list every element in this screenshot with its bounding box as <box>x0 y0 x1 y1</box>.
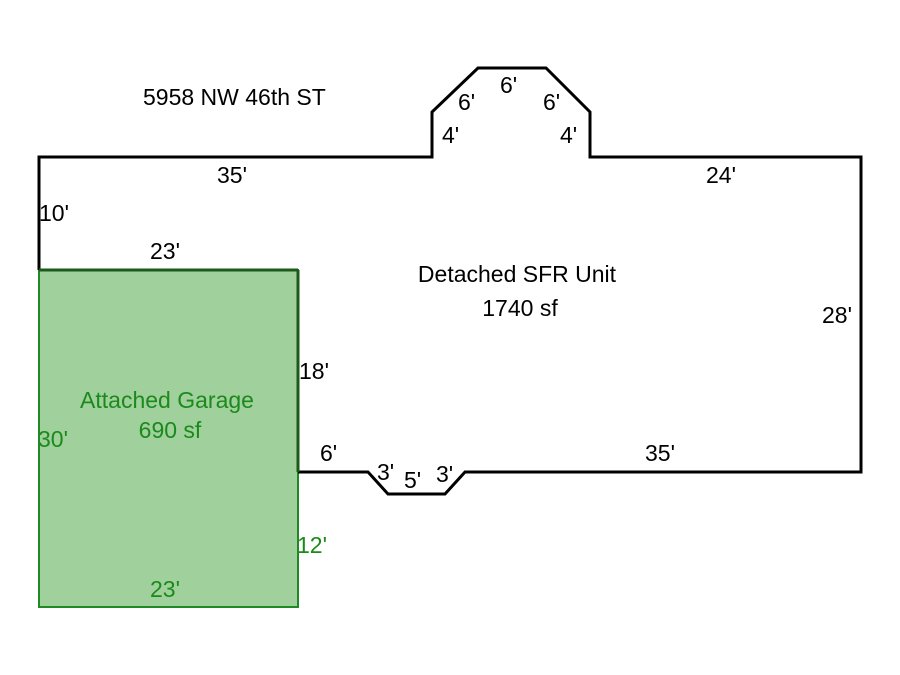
house-area: 1740 sf <box>482 295 558 321</box>
house-outline <box>37 66 863 496</box>
dim-bottom-right: 35' <box>645 440 675 466</box>
dim-garage-left: 30' <box>38 426 68 452</box>
dim-top-right: 24' <box>706 162 736 188</box>
dim-garage-right-lower: 12' <box>297 532 327 558</box>
dim-garage-bottom: 23' <box>150 576 180 602</box>
dim-bottom-short: 6' <box>320 440 337 466</box>
dim-bay-right-diag: 6' <box>543 89 560 115</box>
dim-right: 28' <box>822 302 852 328</box>
dim-bay-left-diag: 6' <box>458 89 475 115</box>
garage-name: Attached Garage <box>80 387 254 413</box>
dim-bay-top: 6' <box>500 72 517 98</box>
dim-garage-shared: 18' <box>299 358 329 384</box>
dim-notch-left: 3' <box>377 459 394 485</box>
garage-area <box>38 269 299 608</box>
dim-bay-left-side: 4' <box>442 122 459 148</box>
dim-notch-bottom: 5' <box>404 467 421 493</box>
dim-bay-right-side: 4' <box>560 122 577 148</box>
dim-top-left: 35' <box>217 162 247 188</box>
house-name: Detached SFR Unit <box>418 261 617 287</box>
dim-garage-top: 23' <box>150 238 180 264</box>
dim-left-upper: 10' <box>39 200 69 226</box>
dim-notch-right: 3' <box>436 461 453 487</box>
address-label: 5958 NW 46th ST <box>143 84 326 110</box>
garage-area-label: 690 sf <box>139 417 202 443</box>
